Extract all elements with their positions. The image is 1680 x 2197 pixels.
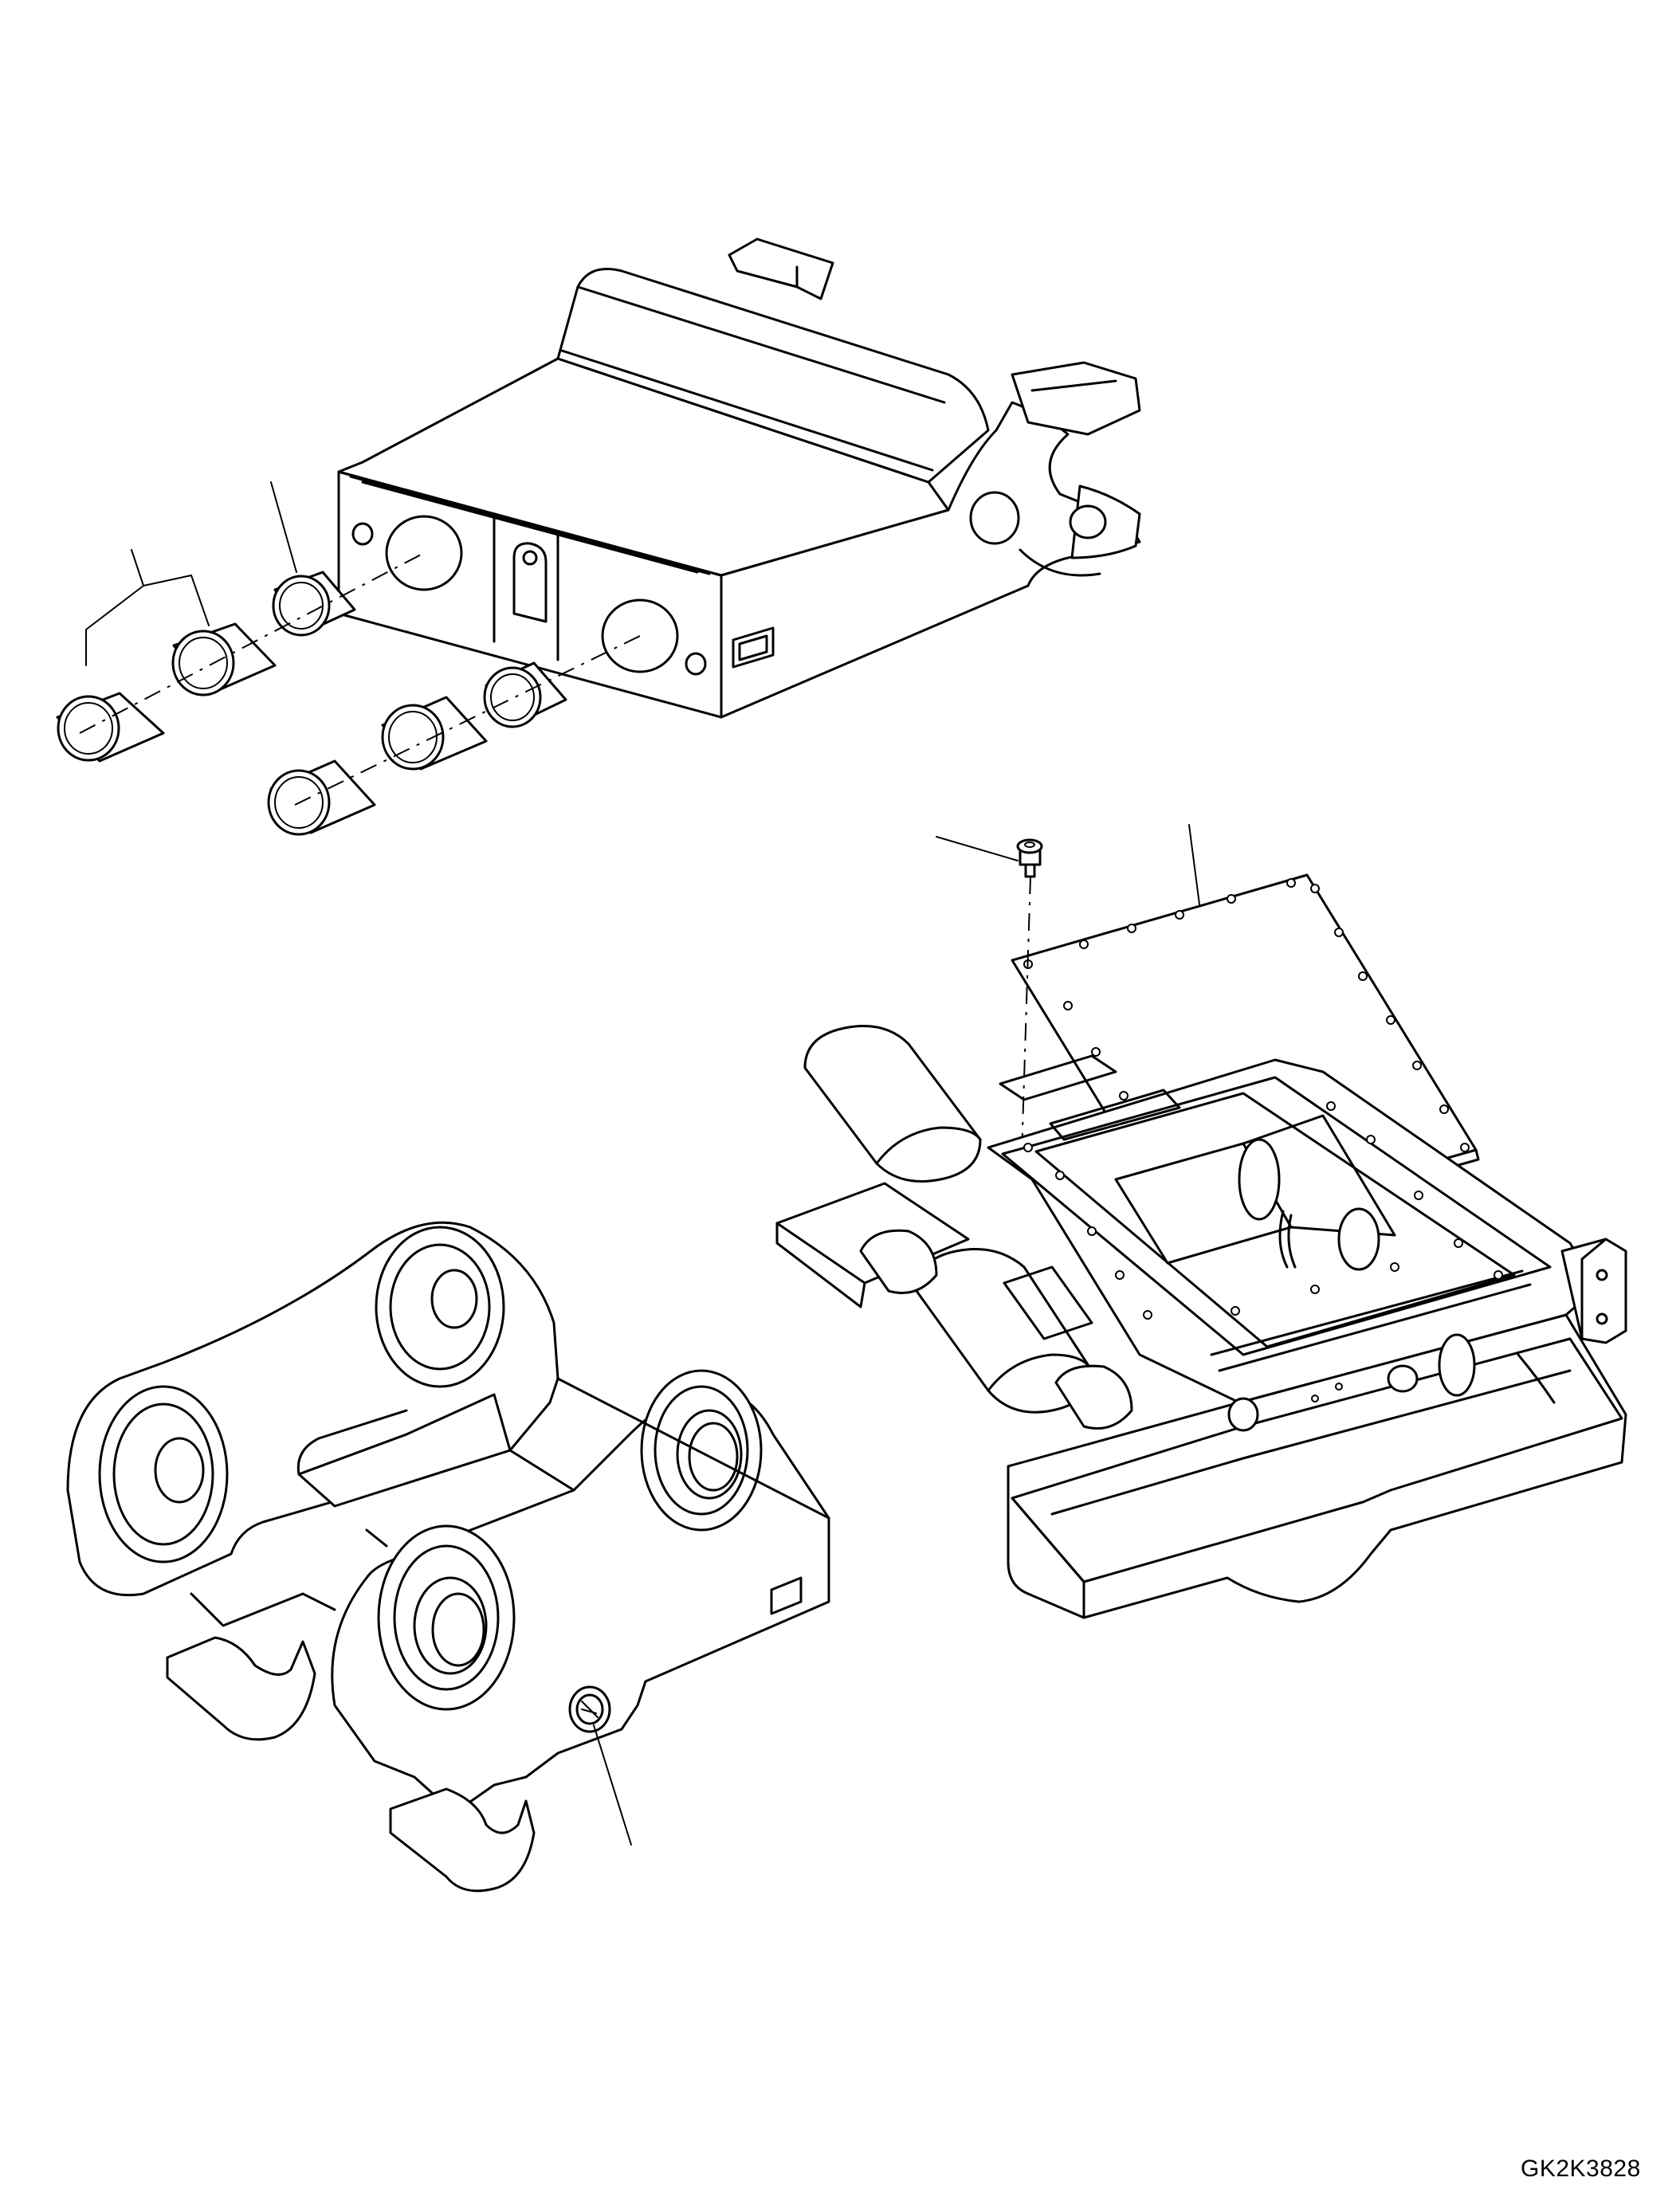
coupler-frame-assembly xyxy=(775,824,1627,1619)
bushing-5 xyxy=(381,696,488,771)
coupler-bracket xyxy=(66,1221,830,1893)
bushing-6 xyxy=(483,661,567,728)
bushing-2 xyxy=(171,622,277,696)
bushing-3 xyxy=(272,571,356,637)
bushing-4 xyxy=(267,759,376,836)
cap-screw xyxy=(936,824,1200,1156)
bushing-set xyxy=(56,481,641,836)
drawing-code-label: GK2K3828 xyxy=(1521,2156,1641,2182)
coupler-hook-body xyxy=(337,237,1141,719)
bushing-1 xyxy=(56,692,165,763)
